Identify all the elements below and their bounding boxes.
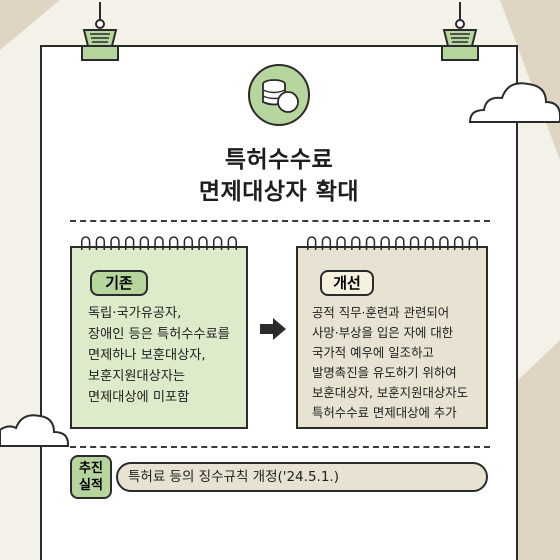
cloud-left-icon	[0, 414, 69, 447]
improvement-line: 공적 직무·훈련과 관련되어	[312, 305, 450, 320]
existing-line: 독립·국가유공자,	[88, 306, 182, 321]
coins-icon	[262, 79, 299, 113]
result-label-line2: 실적	[79, 478, 103, 493]
improvement-text: 공적 직무·훈련과 관련되어 사망·부상을 입은 자에 대한 국가적 예우에 일…	[312, 303, 486, 423]
divider-bottom	[70, 446, 490, 448]
coins-badge	[248, 64, 310, 126]
improvement-line: 특허수수료 면제대상에 추가	[312, 405, 457, 420]
existing-line: 장애인 등은 특허수수료를	[88, 327, 230, 342]
result-text: 특허료 등의 징수규칙 개정('24.5.1.)	[116, 462, 488, 492]
improvement-line: 사망·부상을 입은 자에 대한	[312, 325, 454, 340]
result-label: 추진 실적	[70, 455, 112, 499]
improvement-note: 개선 공적 직무·훈련과 관련되어 사망·부상을 입은 자에 대한 국가적 예우…	[296, 236, 488, 429]
spiral-rings-icon	[307, 236, 478, 250]
spiral-rings-icon	[80, 236, 238, 250]
existing-tag: 기존	[90, 270, 148, 296]
existing-line: 면제대상에 미포함	[88, 390, 190, 405]
result-label-line1: 추진	[79, 461, 103, 476]
existing-line: 보훈지원대상자는	[88, 369, 186, 384]
binder-clip-left-icon	[81, 2, 119, 61]
cloud-right-icon	[468, 82, 560, 123]
improvement-line: 국가적 예우에 일조하고	[312, 345, 434, 360]
improvement-line: 발명촉진을 유도하기 위하여	[312, 365, 457, 380]
page-title-line2: 면제대상자 확대	[198, 179, 360, 205]
right-arrow-icon	[260, 318, 286, 340]
divider-top	[70, 220, 490, 222]
improvement-line: 보훈대상자, 보훈지원대상자도	[312, 385, 469, 400]
existing-note: 기존 독립·국가유공자, 장애인 등은 특허수수료를 면제하나 보훈대상자, 보…	[70, 236, 248, 429]
improvement-tag: 개선	[320, 270, 374, 296]
existing-line: 면제하나 보훈대상자,	[88, 348, 206, 363]
binder-clip-right-icon	[441, 2, 479, 61]
existing-text: 독립·국가유공자, 장애인 등은 특허수수료를 면제하나 보훈대상자, 보훈지원…	[88, 303, 248, 408]
page-title-line1: 특허수수료	[224, 147, 334, 173]
